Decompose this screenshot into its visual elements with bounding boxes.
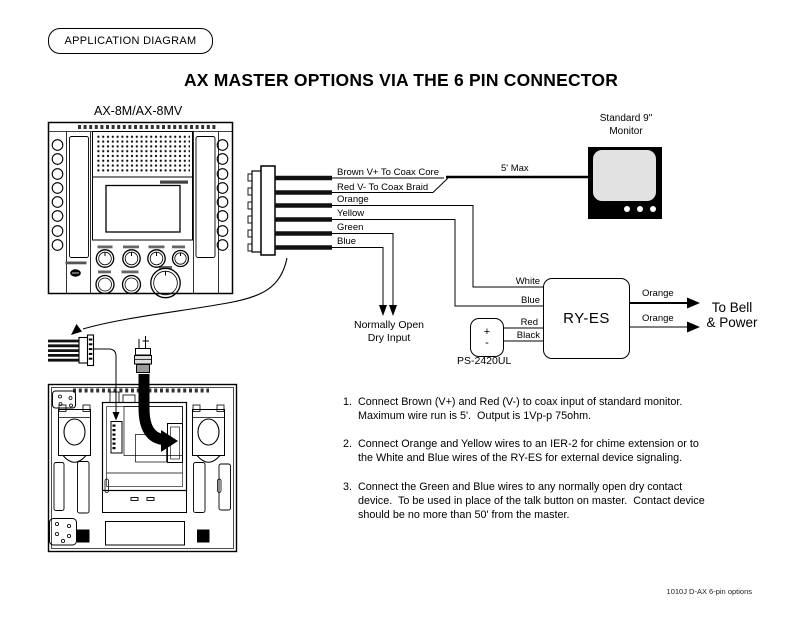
wire-label-red: Red V- To Coax Braid — [337, 181, 429, 193]
document-footer: 1010J D-AX 6-pin options — [666, 587, 752, 596]
green-arrowhead — [389, 305, 397, 316]
blue-arrowhead — [379, 305, 387, 316]
ryes-input-label-black: Black — [516, 329, 540, 341]
wire-label-blue: Blue — [337, 236, 357, 247]
ryes-input-label-red: Red — [520, 316, 538, 328]
monitor-screen — [593, 150, 656, 201]
page-title: AX MASTER OPTIONS VIA THE 6 PIN CONNECTO… — [183, 70, 619, 90]
power-supply-label: PS-2420UL — [457, 355, 512, 367]
green-wire — [332, 233, 394, 306]
instruction-text: Connect Brown (V+) and Red (V-) to coax … — [358, 396, 689, 423]
monitor-label-line1: Standard 9" — [599, 113, 653, 124]
ps-plus-terminal: + — [483, 325, 491, 338]
ryes-input-label-blue: Blue — [520, 294, 540, 306]
monitor-knob-1 — [624, 206, 630, 212]
monitor-knob-3 — [650, 206, 656, 212]
output-label-orange-bottom: Orange — [642, 312, 674, 324]
instruction-item: 2. Connect Orange and Yellow wires to an… — [343, 437, 705, 466]
output-label-orange-top: Orange — [642, 288, 674, 299]
six-pin-connector-graphic — [247, 165, 332, 256]
standard-monitor-graphic — [588, 147, 662, 219]
connector-to-socket-lead — [93, 348, 117, 412]
monitor-knob-2 — [637, 206, 643, 212]
instruction-text: Connect Orange and Yellow wires to an IE… — [358, 437, 702, 465]
instruction-item: 3. Connect the Green and Blue wires to a… — [343, 480, 705, 523]
wire-label-orange: Orange — [337, 194, 369, 205]
ryes-relay-box: RY-ES — [543, 278, 630, 359]
rear-6pin-socket — [110, 421, 123, 454]
output-arrowhead-top — [687, 297, 700, 309]
selector-buttons-left — [51, 139, 64, 251]
instruction-number: 1. — [343, 396, 353, 408]
wire-label-green: Green — [337, 222, 364, 233]
ryes-input-label-white: White — [515, 275, 540, 287]
power-supply-box: + - — [470, 318, 504, 357]
brand-logo-smudge — [160, 180, 188, 184]
instructions-list: 1. Connect Brown (V+) and Red (V-) to co… — [343, 395, 705, 536]
front-to-rear-arrow — [71, 257, 288, 335]
destination-line1: To Bell — [711, 300, 753, 315]
instruction-number: 2. — [343, 437, 353, 450]
destination-label: To Bell & Power — [700, 300, 764, 330]
blue-wire — [332, 247, 384, 306]
plug-insert-arrow — [138, 374, 165, 445]
monitor-label-line2: Monitor — [609, 126, 643, 137]
display-screen — [105, 184, 181, 233]
yellow-wire — [332, 219, 543, 307]
control-knobs — [95, 245, 190, 299]
speaker-grille — [95, 134, 190, 174]
power-plug-graphic — [134, 336, 152, 373]
ps-minus-terminal: - — [485, 336, 489, 349]
dry-input-label-line2: Dry Input — [367, 331, 411, 344]
orange-wire — [332, 205, 543, 288]
instruction-text: Connect the Green and Blue wires to any … — [358, 480, 708, 522]
instruction-number: 3. — [343, 480, 353, 493]
master-front-panel-graphic — [47, 121, 234, 299]
master-model-label: AX-8M/AX-8MV — [94, 104, 183, 118]
rear-connector-assembly — [48, 334, 178, 452]
wire-label-yellow: Yellow — [337, 208, 365, 219]
instruction-item: 1. Connect Brown (V+) and Red (V-) to co… — [343, 395, 705, 424]
wire-stubs — [275, 175, 332, 250]
wire-label-brown: Brown V+ To Coax Core — [337, 166, 439, 178]
master-rear-panel-graphic — [47, 383, 238, 553]
wire-run-label: 5' Max — [501, 163, 529, 174]
selector-buttons-right — [216, 139, 229, 251]
output-arrowhead-bottom — [687, 321, 700, 333]
application-diagram-badge: APPLICATION DIAGRAM — [48, 28, 213, 54]
dry-input-label-line1: Normally Open — [353, 319, 425, 331]
wire-routing — [332, 175, 700, 342]
destination-line2: & Power — [706, 315, 758, 330]
